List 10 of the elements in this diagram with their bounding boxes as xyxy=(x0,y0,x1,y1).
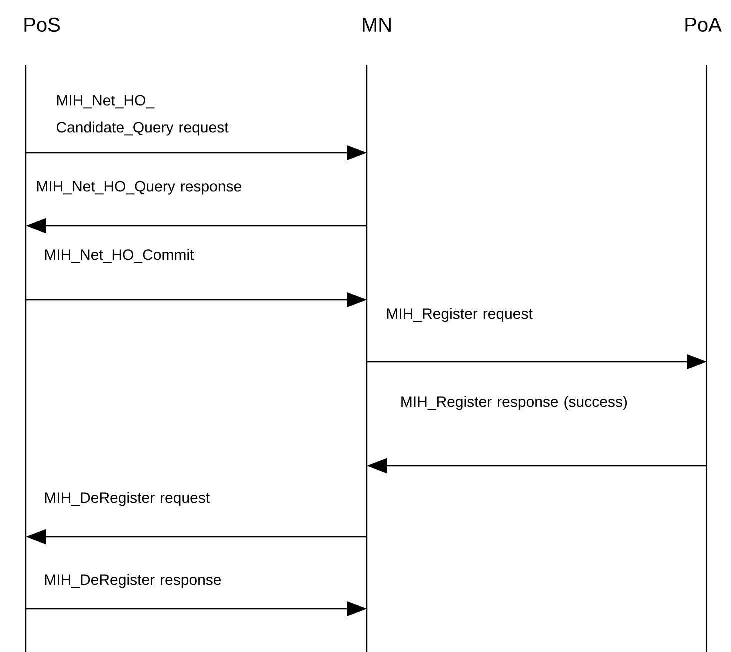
edge-label: MIH_Net_HO_ Candidate_Query request xyxy=(56,95,229,136)
edge-label: MIH_Register response (success) xyxy=(402,396,628,410)
participant-label: MN xyxy=(363,18,391,32)
participant-label: PoS xyxy=(24,18,60,32)
edge-label: MIH_Register request xyxy=(387,308,533,322)
edge-label: MIH_DeRegister response xyxy=(45,574,222,588)
edge-label: MIH_Net_HO_Query response xyxy=(37,181,242,195)
participant-label: PoA xyxy=(686,18,722,32)
edge-label: MIH_DeRegister request xyxy=(45,492,210,506)
edge-label: MIH_Net_HO_Commit xyxy=(45,249,194,264)
